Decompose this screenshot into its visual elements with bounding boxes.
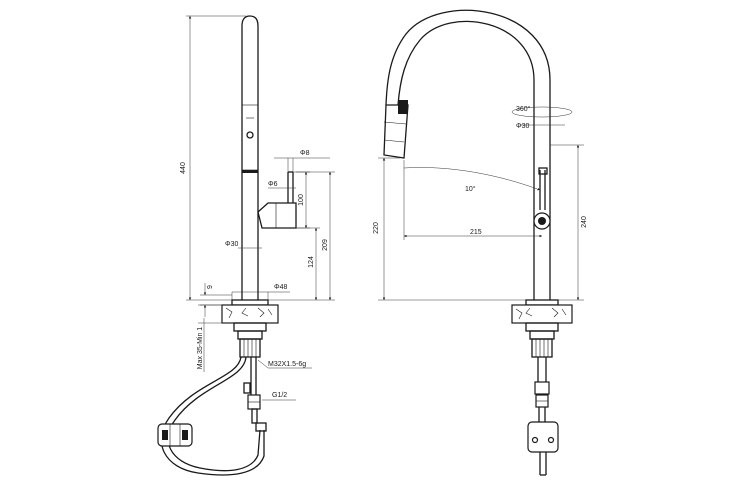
dim-label-440: 440 xyxy=(180,162,187,174)
dim-label-220: 220 xyxy=(373,222,380,234)
dim-label-360: 360° xyxy=(516,105,531,113)
dim-label-9: 9 xyxy=(207,285,214,289)
thread-label-m32: M32X1.5-6g xyxy=(268,361,306,368)
dim-label-phi30-left: Φ30 xyxy=(225,241,238,248)
left-side-view: 440 Φ8 Φ6 100 209 124 Φ30 xyxy=(157,15,335,476)
right-faucet-body xyxy=(383,9,573,476)
thread-label-g12: G1/2 xyxy=(272,392,287,399)
dim-label-phi48: Φ48 xyxy=(274,284,287,291)
right-dimensions: 360° Φ30 10° 215 220 240 xyxy=(373,105,588,301)
dim-label-phi30-right: Φ30 xyxy=(516,123,529,130)
right-front-view: 360° Φ30 10° 215 220 240 xyxy=(373,9,588,476)
dim-label-124: 124 xyxy=(308,256,315,268)
dim-label-10deg: 10° xyxy=(465,185,476,193)
dim-label-phi6: Φ6 xyxy=(268,181,278,188)
dim-label-max35-min1: Max 35-Min 1 xyxy=(197,327,204,370)
dim-label-phi8: Φ8 xyxy=(300,150,310,157)
left-dimensions: 440 Φ8 Φ6 100 209 124 Φ30 xyxy=(180,15,335,401)
dim-label-240: 240 xyxy=(581,216,588,228)
dim-label-215: 215 xyxy=(470,229,482,236)
dim-label-100: 100 xyxy=(298,194,305,206)
left-faucet-body xyxy=(157,15,297,476)
dim-label-209: 209 xyxy=(322,239,329,251)
